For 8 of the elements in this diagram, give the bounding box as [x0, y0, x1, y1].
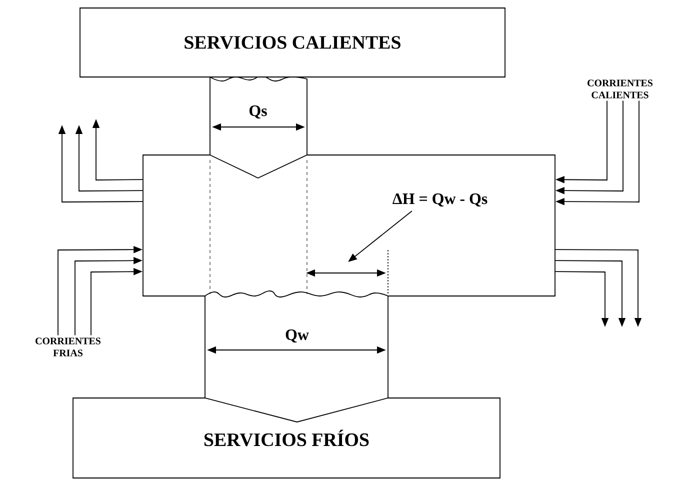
service-box: SERVICIOS FRÍOS	[72, 398, 500, 478]
equation-text: ΔH = Qw - Qs	[392, 193, 488, 207]
stream-label: CORRIENTES CALIENTES	[588, 80, 653, 98]
process-box	[142, 154, 556, 298]
dimension-label: Qw	[286, 329, 309, 343]
service-box: SERVICIOS CALIENTES	[80, 8, 506, 78]
dimension-label: Qs	[249, 105, 267, 119]
stream-label: CORRIENTES FRIAS	[36, 338, 101, 356]
